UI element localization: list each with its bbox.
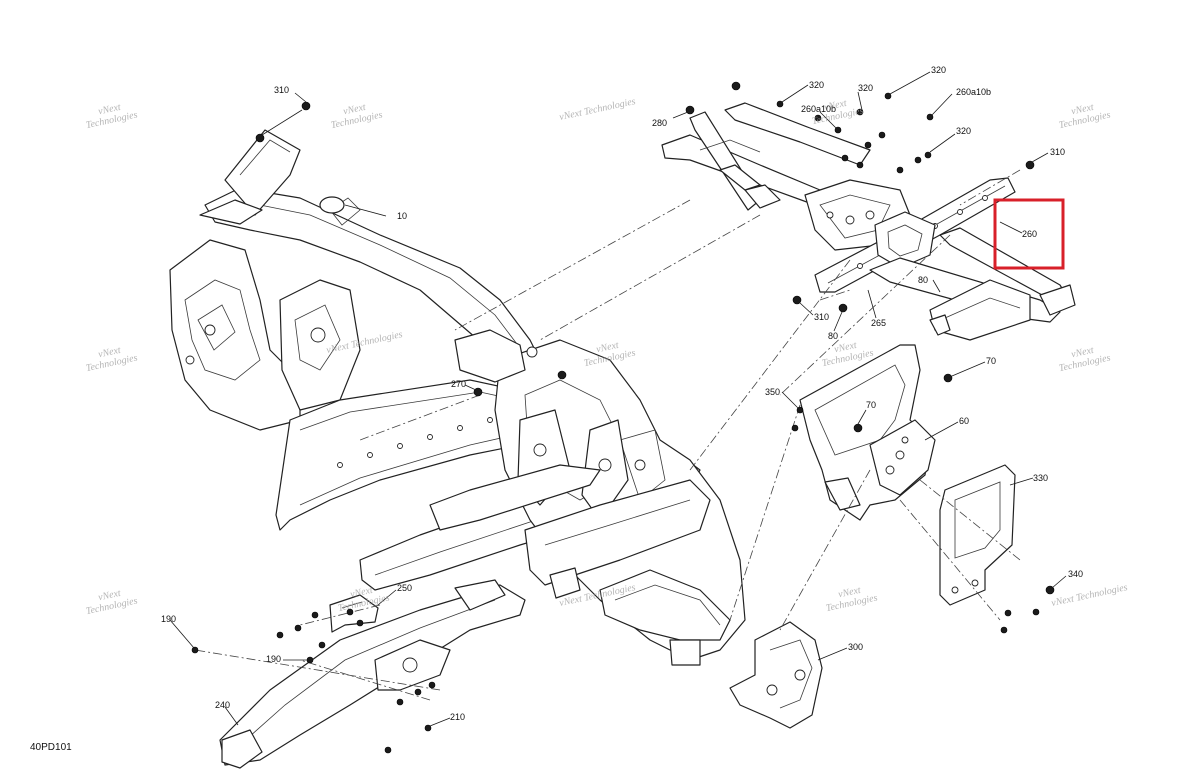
svg-text:vNext: vNext xyxy=(1070,345,1095,361)
rear-subframe[interactable] xyxy=(661,102,1076,341)
svg-text:vNext: vNext xyxy=(833,340,858,356)
callout-260a10b-right[interactable]: 260a10b xyxy=(956,87,991,97)
callout-340[interactable]: 340 xyxy=(1068,569,1083,579)
rail-holes xyxy=(337,417,493,468)
callout-310-top[interactable]: 310 xyxy=(274,85,289,95)
drawing-reference: 40PD101 xyxy=(30,742,72,753)
svg-text:vNext: vNext xyxy=(97,345,122,361)
callout-330[interactable]: 330 xyxy=(1033,473,1048,483)
plate-330[interactable] xyxy=(939,464,1016,606)
lower-arm-240[interactable] xyxy=(219,579,526,769)
callout-80-a[interactable]: 80 xyxy=(918,275,928,285)
bracket-60[interactable] xyxy=(799,344,936,521)
svg-text:vNext Technologies: vNext Technologies xyxy=(1050,582,1128,609)
svg-text:vNext: vNext xyxy=(342,102,367,118)
svg-text:vNext: vNext xyxy=(1070,102,1095,118)
callout-320-b[interactable]: 320 xyxy=(858,83,873,93)
svg-text:vNext: vNext xyxy=(595,340,620,356)
svg-text:vNext: vNext xyxy=(837,585,862,601)
main-frame[interactable] xyxy=(169,129,746,666)
callout-250[interactable]: 250 xyxy=(397,583,412,593)
callout-190-b[interactable]: 190 xyxy=(266,654,281,664)
callout-280[interactable]: 280 xyxy=(652,118,667,128)
callout-320-a[interactable]: 320 xyxy=(809,80,824,90)
callout-70-b[interactable]: 70 xyxy=(866,400,876,410)
hitch-300[interactable] xyxy=(729,621,823,729)
callout-265[interactable]: 265 xyxy=(871,318,886,328)
callout-labels: 310 10 280 320 320 320 260a10b 260a10b 3… xyxy=(161,65,1083,722)
callout-210[interactable]: 210 xyxy=(450,712,465,722)
leader-lines xyxy=(169,71,1067,727)
callout-350[interactable]: 350 xyxy=(765,387,780,397)
svg-text:vNext Technologies: vNext Technologies xyxy=(558,96,636,123)
callout-80-b[interactable]: 80 xyxy=(828,331,838,341)
callout-310-right[interactable]: 310 xyxy=(1050,147,1065,157)
callout-190-a[interactable]: 190 xyxy=(161,614,176,624)
svg-text:vNext: vNext xyxy=(97,588,122,604)
assembly-lines xyxy=(194,169,1021,701)
svg-text:vNext: vNext xyxy=(349,585,374,601)
callout-310-lower[interactable]: 310 xyxy=(814,312,829,322)
highlight-box-260[interactable] xyxy=(993,198,1065,270)
callout-270[interactable]: 270 xyxy=(451,379,466,389)
callout-320-d[interactable]: 320 xyxy=(956,126,971,136)
bracket-250[interactable] xyxy=(329,594,379,633)
callout-300[interactable]: 300 xyxy=(848,642,863,652)
callout-260[interactable]: 260 xyxy=(1022,229,1037,239)
callout-320-c[interactable]: 320 xyxy=(931,65,946,75)
callout-70-a[interactable]: 70 xyxy=(986,356,996,366)
svg-text:vNext: vNext xyxy=(823,98,848,114)
callout-240[interactable]: 240 xyxy=(215,700,230,710)
callout-10[interactable]: 10 xyxy=(397,211,407,221)
callout-60[interactable]: 60 xyxy=(959,416,969,426)
svg-text:vNext: vNext xyxy=(97,102,122,118)
callout-260a10b-left[interactable]: 260a10b xyxy=(801,104,836,114)
